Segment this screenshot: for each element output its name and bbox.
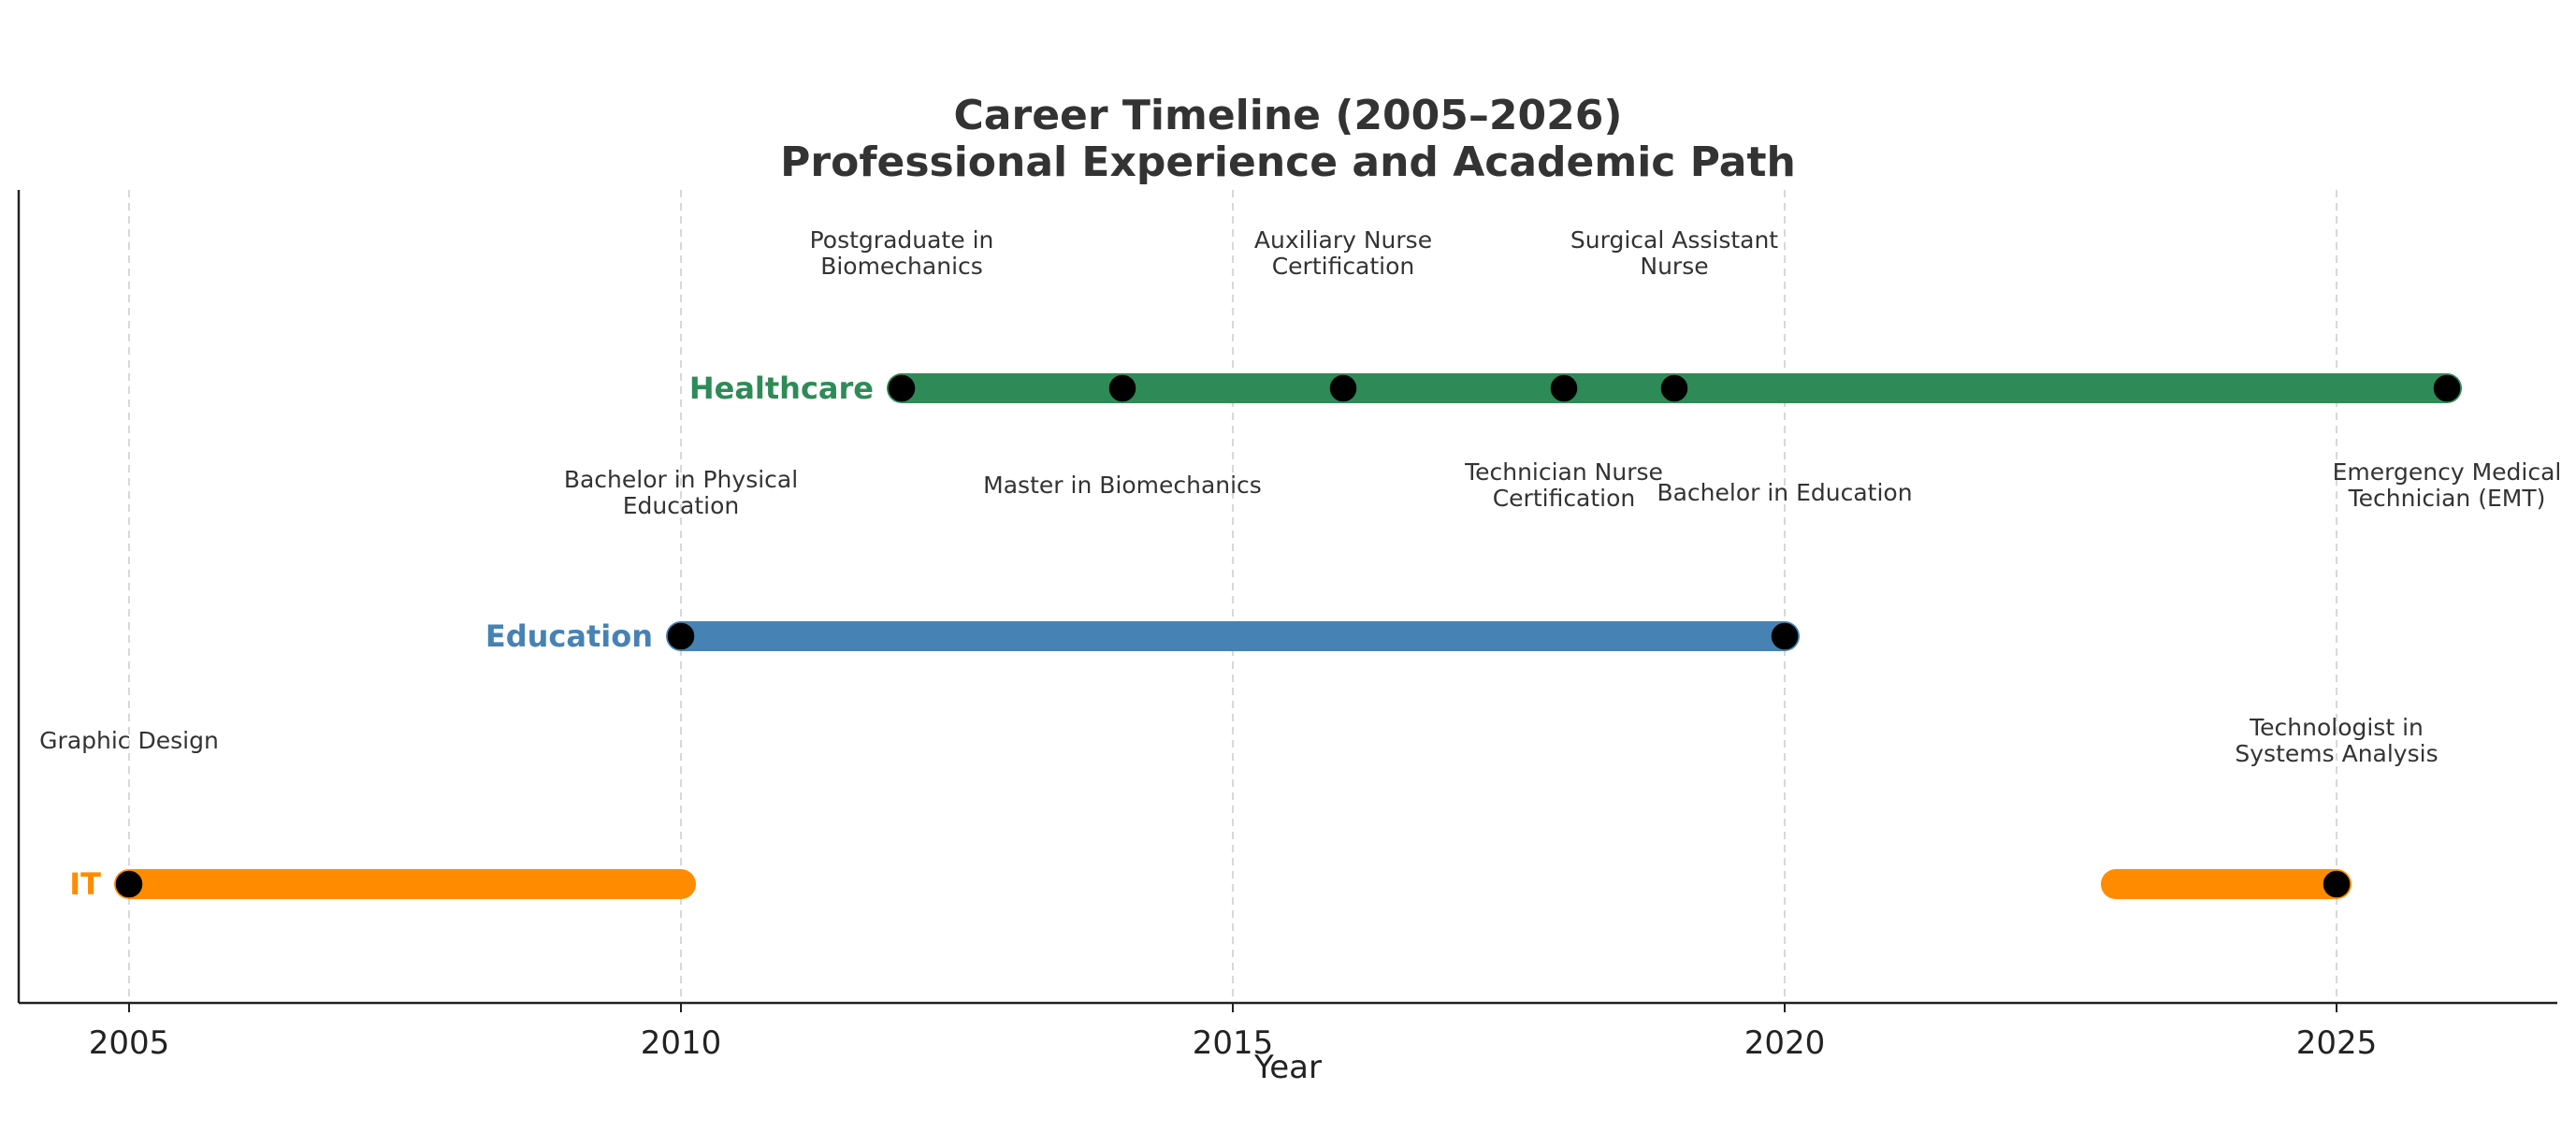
x-axis-ticks: 2005 2010 2015 2020 2025 [89,1003,2378,1062]
x-axis-label: Year [1253,1049,1322,1086]
education-event-marker-2020 [1770,621,1800,651]
education-event-label-2020: Bachelor in Education [1657,479,1912,506]
chart-subtitle: Professional Experience and Academic Pat… [780,138,1796,186]
healthcare-event-marker-2026 [2432,373,2462,403]
category-label-it: IT [69,866,101,902]
x-tick-label-2005: 2005 [89,1024,170,1062]
healthcare-event-marker-2016 [1328,373,1358,403]
healthcare-event-label-2014: Master in Biomechanics [983,472,1262,499]
x-tick-label-2020: 2020 [1744,1024,1826,1062]
education-event-marker-2010 [666,621,696,651]
it-event-label-2005: Graphic Design [39,727,219,754]
healthcare-event-marker-2019 [1659,373,1689,403]
healthcare-event-marker-2018 [1549,373,1579,403]
it-event-marker-2025 [2322,869,2352,899]
category-label-healthcare: Healthcare [689,370,874,406]
gridlines [128,190,2337,1003]
axes [17,190,2557,1005]
x-tick-label-2010: 2010 [641,1024,722,1062]
healthcare-event-marker-2012 [887,373,917,403]
healthcare-event-marker-2014 [1107,373,1137,403]
x-tick-label-2015: 2015 [1193,1024,1274,1062]
chart-title: Career Timeline (2005–2026) [954,92,1623,139]
category-label-education: Education [485,618,653,654]
it-event-marker-2005 [114,869,144,899]
x-tick-label-2025: 2025 [2296,1024,2378,1062]
